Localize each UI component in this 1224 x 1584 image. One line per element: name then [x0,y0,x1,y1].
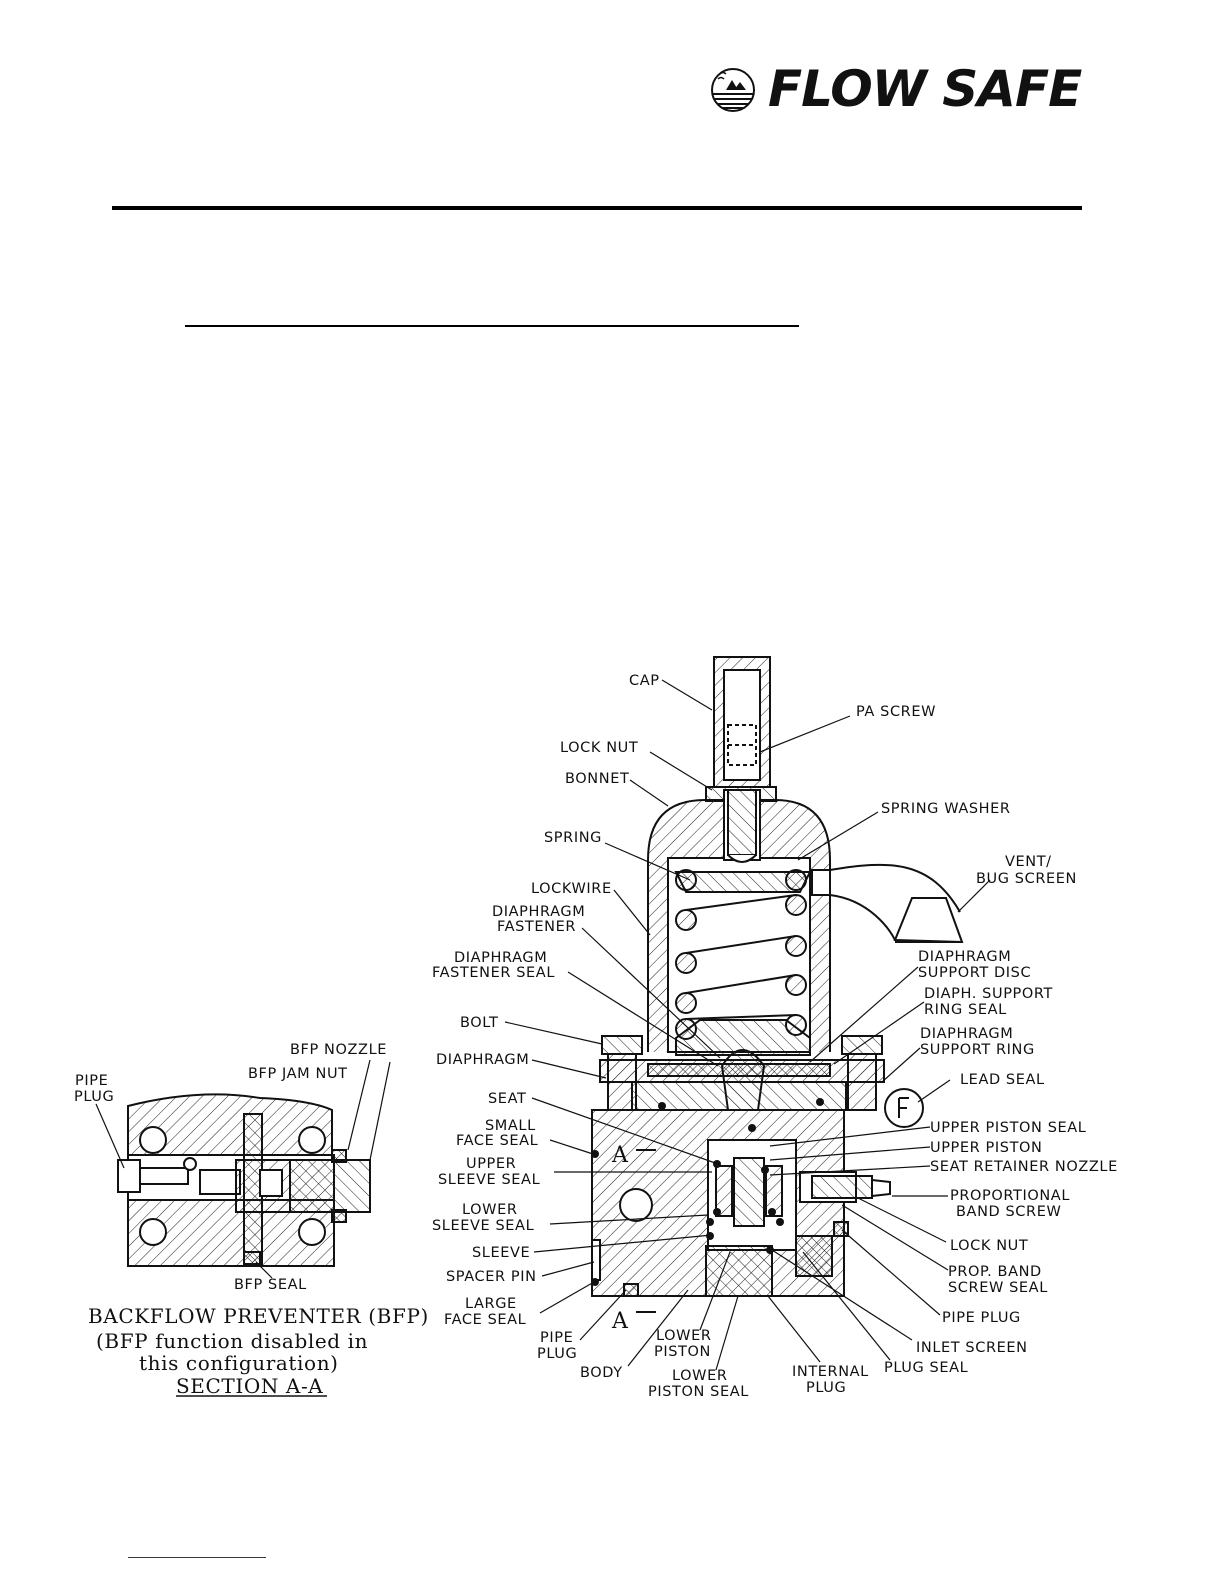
globe-logo-icon [711,68,755,112]
label-inlet-screen: INLET SCREEN [916,1340,1028,1356]
label-diaphragm-fastener-1: DIAPHRAGM [492,904,585,920]
label-large-face-seal-1: LARGE [465,1296,517,1312]
header-rule [112,206,1082,210]
brand-name: FLOW SAFE [768,60,1082,118]
bolt-left [601,1035,643,1055]
label-bolt: BOLT [460,1015,498,1031]
label-lower-sleeve-seal-1: LOWER [462,1202,518,1218]
label-bfp-pipe-plug-1: PIPE [75,1073,108,1089]
label-vent-2: BUG SCREEN [976,871,1077,887]
label-dsr-1: DIAPHRAGM [920,1026,1013,1042]
bfp-section-drawing [117,1093,371,1267]
label-cap: CAP [629,673,660,689]
label-diaphragm-fastener-2: FASTENER [497,919,576,935]
label-small-face-seal-1: SMALL [485,1118,536,1134]
label-lower-sleeve-seal-2: SLEEVE SEAL [432,1218,534,1234]
label-upper-sleeve-seal-2: SLEEVE SEAL [438,1172,540,1188]
bfp-caption-line-1: BACKFLOW PREVENTER (BFP) [88,1304,429,1328]
label-lower-piston-seal-1: LOWER [672,1368,728,1384]
label-internal-plug-2: PLUG [806,1380,846,1396]
bfp-caption-line-2: (BFP function disabled in [96,1329,368,1353]
bfp-caption-line-4: SECTION A-A [176,1374,323,1398]
label-bfp-pipe-plug-2: PLUG [74,1089,114,1105]
label-lower-piston-seal-2: PISTON SEAL [648,1384,749,1400]
label-lockwire: LOCKWIRE [531,881,612,897]
label-lead-seal: LEAD SEAL [960,1072,1045,1088]
label-upper-piston: UPPER PISTON [930,1140,1043,1156]
bfp-caption-line-3: this configuration) [139,1351,339,1375]
label-pbss-1: PROP. BAND [948,1264,1042,1280]
label-bonnet: BONNET [565,771,629,787]
part-labels: CAP PA SCREW LOCK NUT BONNET SPRING WASH… [432,673,1118,1400]
spring-part [675,869,807,1040]
lower-piston-part [705,1245,773,1297]
label-small-face-seal-2: FACE SEAL [456,1133,538,1149]
flow-safe-logo: FLOW SAFE [706,64,1086,114]
section-mark-top: A [611,1143,629,1168]
label-sleeve: SLEEVE [472,1245,530,1261]
label-spring-washer: SPRING WASHER [881,801,1011,817]
label-prop-band-screw-2: BAND SCREW [956,1204,1061,1220]
label-bfp-nozzle: BFP NOZZLE [290,1042,387,1058]
label-lock-nut-side: LOCK NUT [950,1238,1028,1254]
title-underline [185,325,799,327]
label-seat: SEAT [488,1091,526,1107]
bfp-leader-lines [95,1059,391,1279]
label-prop-band-screw-1: PROPORTIONAL [950,1188,1070,1204]
leader-lines [504,679,991,1371]
label-internal-plug-1: INTERNAL [792,1364,869,1380]
label-pipe-plug-bottom-1: PIPE [540,1330,573,1346]
label-dsd-1: DIAPHRAGM [918,949,1011,965]
label-bfp-seal: BFP SEAL [234,1277,307,1293]
label-dsr-2: SUPPORT RING [920,1042,1035,1058]
footer-link-underline[interactable] [128,1557,266,1558]
label-pipe-plug-bottom-2: PLUG [537,1346,577,1362]
label-dfs-2: FASTENER SEAL [432,965,555,981]
label-body: BODY [580,1365,623,1381]
label-upper-piston-seal: UPPER PISTON SEAL [930,1120,1086,1136]
bfp-labels: BFP NOZZLE PIPE PLUG BFP JAM NUT BFP SEA… [74,1042,429,1398]
label-pipe-plug-right: PIPE PLUG [942,1310,1021,1326]
label-large-face-seal-2: FACE SEAL [444,1312,526,1328]
label-plug-seal: PLUG SEAL [884,1360,968,1376]
label-upper-sleeve-seal-1: UPPER [466,1156,516,1172]
inlet-screen-part [795,1235,833,1277]
label-pa-screw: PA SCREW [856,704,936,720]
label-dsd-2: SUPPORT DISC [918,965,1031,981]
label-dsrs-2: RING SEAL [924,1002,1007,1018]
label-vent-1: VENT/ [1005,854,1052,870]
label-lower-piston-2: PISTON [654,1344,711,1360]
label-lower-piston-1: LOWER [656,1328,712,1344]
section-mark-bottom: A [611,1309,629,1334]
label-pbss-2: SCREW SEAL [948,1280,1048,1296]
label-bfp-jam-nut: BFP JAM NUT [248,1066,348,1082]
label-diaphragm: DIAPHRAGM [436,1052,529,1068]
label-lock-nut-top: LOCK NUT [560,740,638,756]
label-spring: SPRING [544,830,602,846]
label-seat-retainer-nozzle: SEAT RETAINER NOZZLE [930,1159,1118,1175]
label-spacer-pin: SPACER PIN [446,1269,537,1285]
valve-drawing [591,656,964,1313]
label-dfs-1: DIAPHRAGM [454,950,547,966]
label-dsrs-1: DIAPH. SUPPORT [924,986,1053,1002]
